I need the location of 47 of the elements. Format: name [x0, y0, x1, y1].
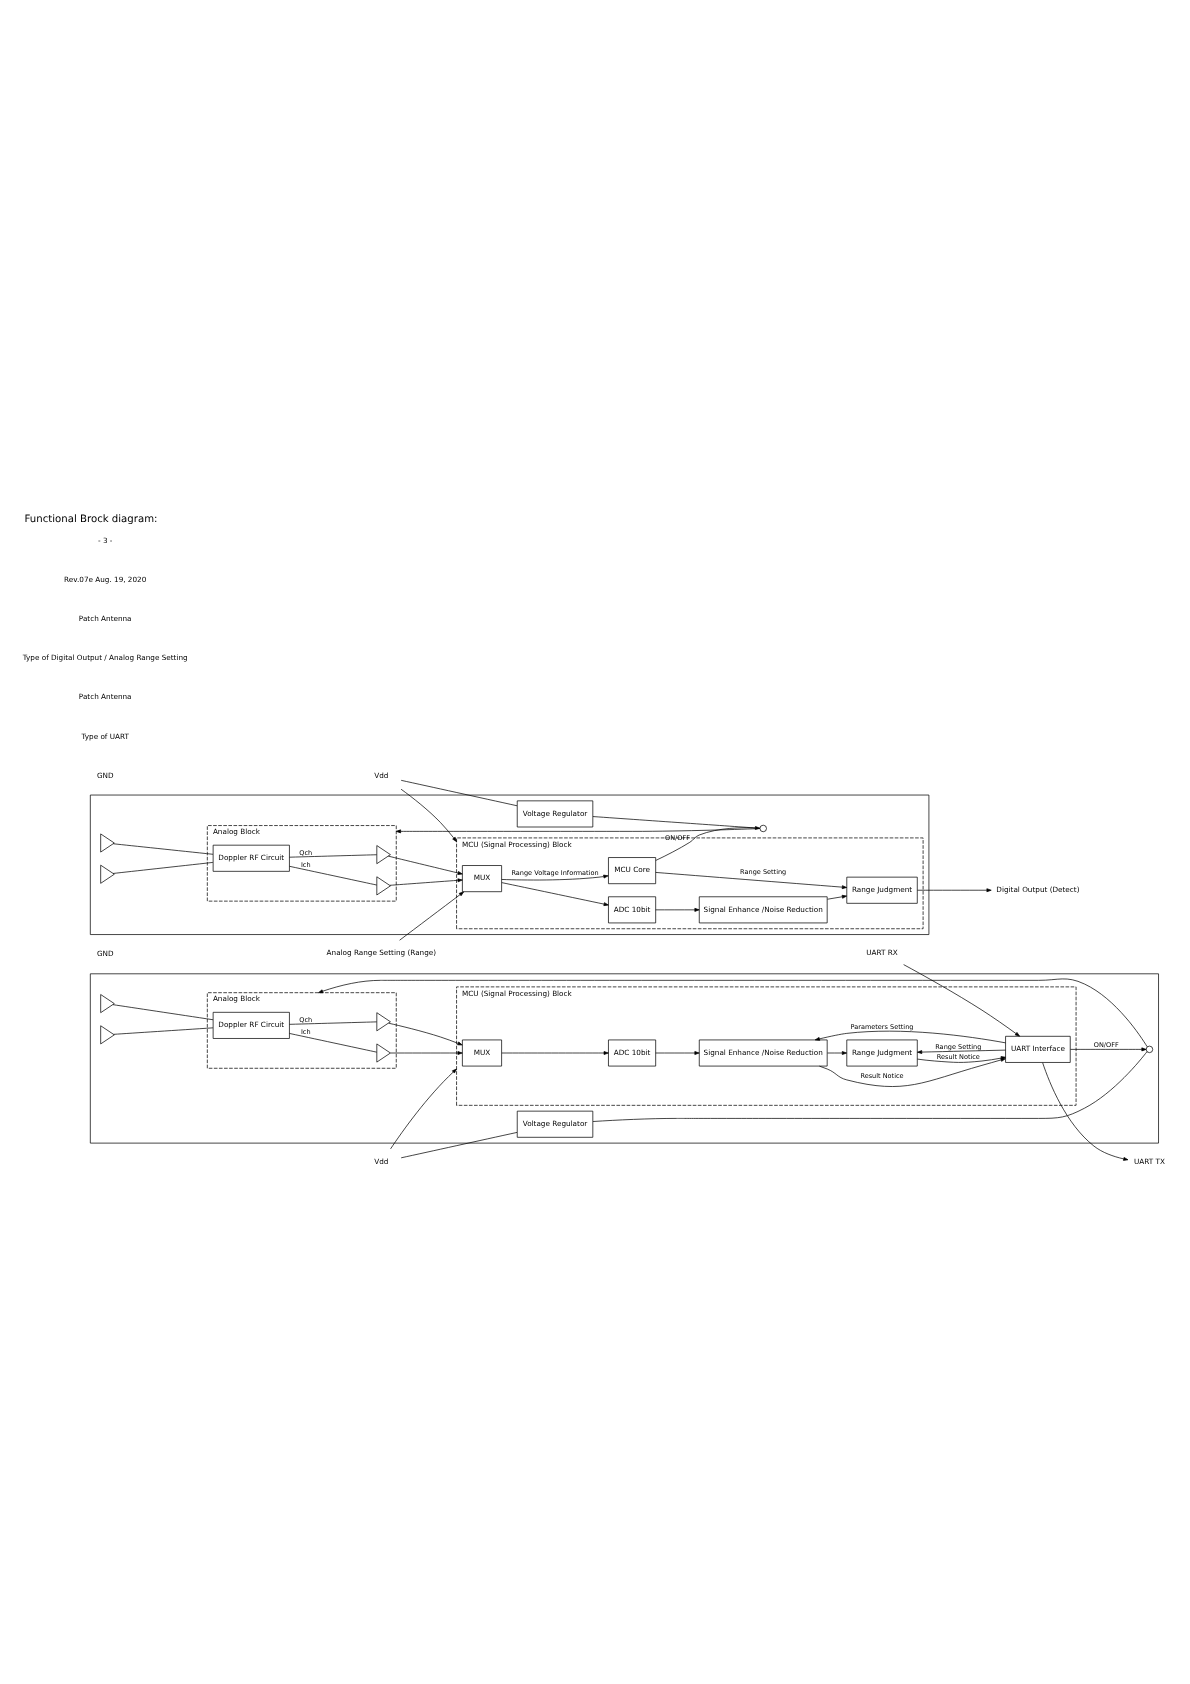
arrow [819, 1057, 1006, 1086]
node-switch [1145, 1044, 1154, 1052]
connector [289, 864, 377, 885]
arrow [501, 1050, 609, 1054]
connector [289, 1032, 377, 1052]
arrow [501, 881, 609, 905]
node-triangle [100, 863, 115, 883]
arrow [827, 1050, 847, 1054]
arrow [903, 963, 1020, 1036]
arrow [318, 977, 1148, 1047]
arrow [917, 887, 992, 892]
node-triangle [376, 1042, 391, 1062]
connector [112, 1003, 214, 1020]
node-triangle [100, 832, 115, 852]
arrow [814, 1029, 1006, 1043]
arrow [655, 1050, 700, 1054]
arrow [390, 1067, 457, 1149]
node-triangle [376, 1011, 391, 1031]
node-triangle [376, 844, 391, 864]
arrow [916, 1055, 1006, 1062]
arrow [388, 1021, 463, 1045]
arrow [399, 890, 464, 940]
arrow [390, 1050, 463, 1054]
connector [400, 1131, 518, 1158]
arrow [827, 893, 847, 899]
connector [289, 1020, 377, 1024]
connector [113, 1026, 214, 1034]
arrow [1042, 1061, 1129, 1160]
arrow [1070, 1046, 1147, 1051]
arrow [917, 1048, 1006, 1053]
connector [400, 778, 518, 806]
node-switch [759, 823, 767, 832]
arrow [501, 873, 609, 880]
node-triangle [376, 875, 391, 895]
arrow [655, 871, 847, 889]
node-triangle [100, 1024, 115, 1044]
connector [289, 853, 377, 857]
arrow [400, 787, 457, 841]
cluster [89, 793, 930, 934]
connector [112, 861, 214, 873]
arrow [387, 854, 463, 874]
node-triangle [100, 993, 115, 1013]
cluster [89, 972, 1159, 1143]
arrow [389, 877, 463, 885]
arrow [655, 906, 700, 911]
connector [592, 1050, 1148, 1121]
connector [112, 842, 214, 854]
